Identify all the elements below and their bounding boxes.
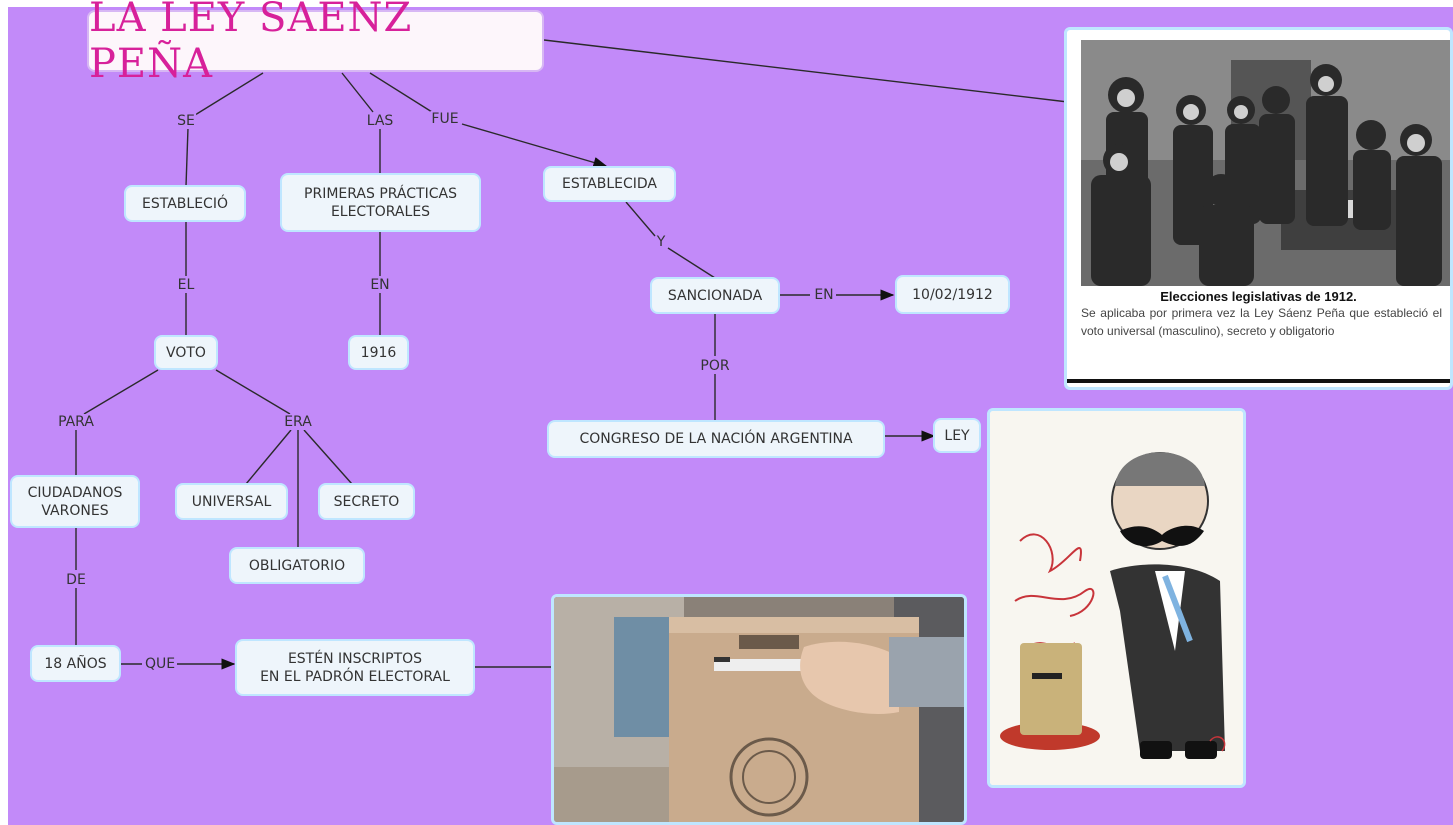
link-title-se — [194, 72, 264, 116]
photo-caption-text: Se aplicaba por primera vez la Ley Sáenz… — [1081, 306, 1442, 338]
link-label-las: LAS — [365, 113, 395, 129]
node-secreto[interactable]: SECRETO — [318, 483, 415, 520]
link-title-photo — [543, 39, 1069, 103]
link-fue-establecida — [461, 123, 608, 168]
node-establecida[interactable]: ESTABLECIDA — [543, 166, 676, 202]
caricature-illustration — [990, 411, 1243, 785]
link-label-de: DE — [65, 572, 87, 588]
node-voto[interactable]: VOTO — [154, 335, 218, 370]
link-label-por: POR — [699, 358, 731, 374]
node-congreso[interactable]: CONGRESO DE LA NACIÓN ARGENTINA — [547, 420, 885, 458]
link-label-fue: FUE — [430, 111, 460, 127]
link-label-para: PARA — [57, 414, 95, 430]
link-establecida-y — [625, 201, 656, 237]
link-se-establecio — [185, 127, 189, 187]
link-label-el: EL — [176, 277, 196, 293]
link-label-se: SE — [176, 113, 196, 129]
link-label-que: QUE — [143, 656, 177, 672]
node-1916[interactable]: 1916 — [348, 335, 409, 370]
link-y-sancionada — [667, 247, 716, 279]
link-title-fue — [369, 72, 433, 113]
link-era-secreto — [303, 429, 353, 485]
ballot-box-image — [554, 597, 964, 822]
historic-photo-image — [1081, 40, 1450, 286]
photo-elecciones-1912: Elecciones legislativas de 1912. Se apli… — [1064, 27, 1453, 390]
node-establecio[interactable]: ESTABLECIÓ — [124, 185, 246, 222]
link-voto-para — [83, 369, 159, 415]
node-primeras-practicas[interactable]: PRIMERAS PRÁCTICAS ELECTORALES — [280, 173, 481, 232]
link-era-universal — [245, 429, 292, 485]
link-title-las — [341, 72, 374, 113]
node-obligatorio[interactable]: OBLIGATORIO — [229, 547, 365, 584]
link-label-y: Y — [655, 234, 667, 250]
photo-caricatura-saenz-pena — [987, 408, 1246, 788]
node-ciudadanos-varones[interactable]: CIUDADANOS VARONES — [10, 475, 140, 528]
node-universal[interactable]: UNIVERSAL — [175, 483, 288, 520]
node-inscriptos[interactable]: ESTÉN INSCRIPTOS EN EL PADRÓN ELECTORAL — [235, 639, 475, 696]
link-label-en-fecha: EN — [813, 287, 835, 303]
map-title[interactable]: LA LEY SAENZ PEÑA — [87, 0, 544, 87]
link-label-en: EN — [369, 277, 391, 293]
photo-urna-votacion — [551, 594, 967, 825]
link-voto-era — [215, 369, 291, 415]
node-ley[interactable]: LEY — [933, 418, 981, 453]
node-18-anos[interactable]: 18 AÑOS — [30, 645, 121, 682]
photo-bottom-rule — [1067, 379, 1450, 383]
link-label-era: ERA — [283, 414, 313, 430]
node-fecha[interactable]: 10/02/1912 — [895, 275, 1010, 314]
node-sancionada[interactable]: SANCIONADA — [650, 277, 780, 314]
photo-caption-title: Elecciones legislativas de 1912. — [1160, 289, 1357, 304]
